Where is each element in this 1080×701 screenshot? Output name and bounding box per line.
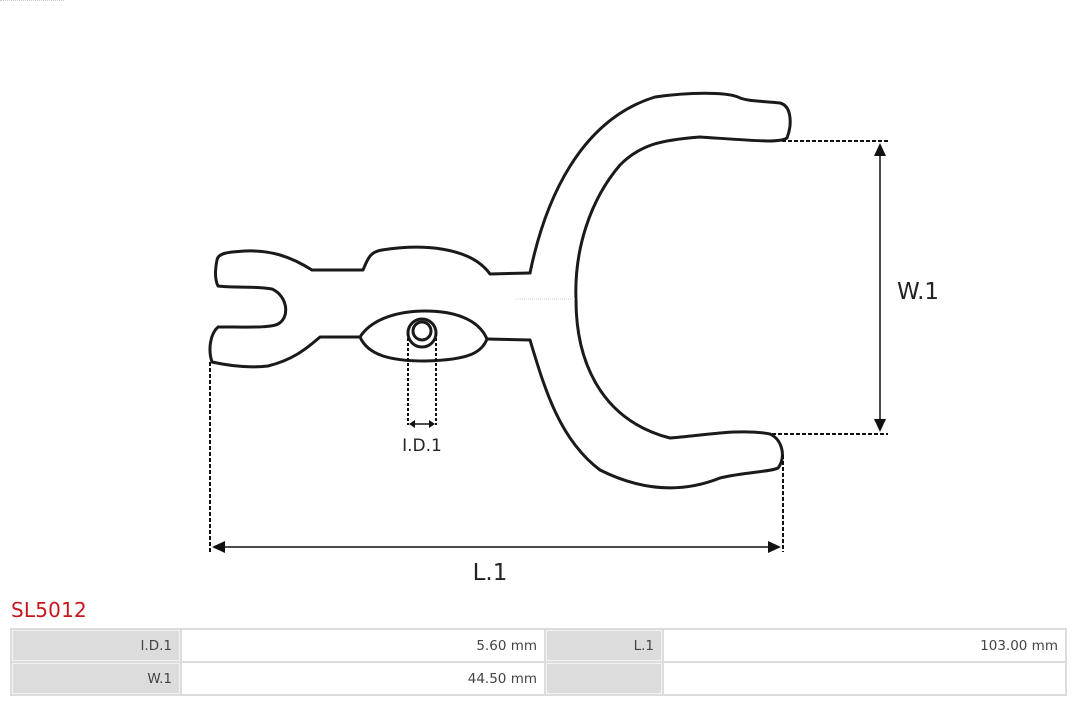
spec-value: 5.60 mm	[182, 630, 544, 661]
width-label: W.1	[897, 279, 939, 305]
top-divider	[0, 0, 64, 2]
inner-diameter-label: I.D.1	[402, 436, 442, 456]
spec-label: L.1	[546, 630, 662, 661]
product-code-title: SL5012	[11, 598, 87, 622]
spec-label: W.1	[12, 663, 180, 694]
spec-value	[664, 663, 1065, 694]
spec-label: I.D.1	[12, 630, 180, 661]
inner-diameter-dimension: I.D.1	[402, 333, 442, 456]
table-row: W.1 44.50 mm	[12, 663, 1065, 694]
technical-drawing: I.D.1 W.1 L.1	[208, 91, 939, 586]
spec-value: 44.50 mm	[182, 663, 544, 694]
spec-value: 103.00 mm	[664, 630, 1065, 661]
table-row: I.D.1 5.60 mm L.1 103.00 mm	[12, 630, 1065, 661]
specifications-table: I.D.1 5.60 mm L.1 103.00 mm W.1 44.50 mm	[10, 628, 1067, 696]
width-dimension: W.1	[772, 140, 939, 435]
length-dimension: L.1	[209, 362, 784, 586]
spec-label	[546, 663, 662, 694]
length-label: L.1	[473, 560, 508, 586]
shift-fork-outline	[208, 91, 792, 490]
